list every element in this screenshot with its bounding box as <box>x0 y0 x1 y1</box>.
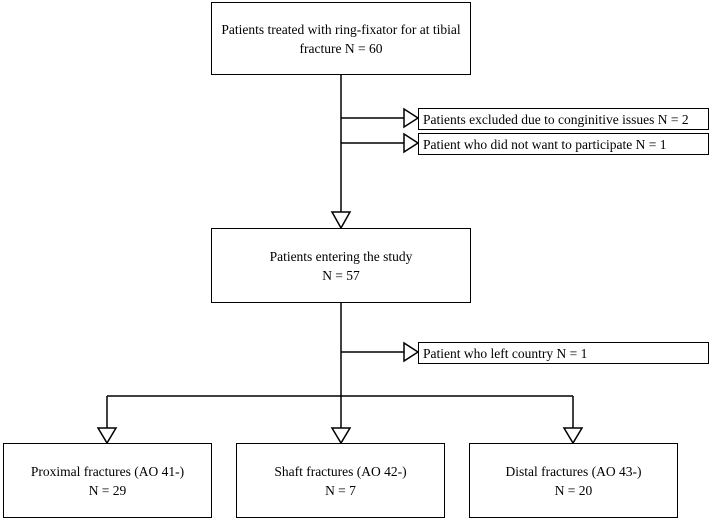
arrowhead-study <box>330 211 352 230</box>
box-excluded-cognitive-text: Patients excluded due to conginitive iss… <box>423 111 689 127</box>
box-proximal-line2: N = 29 <box>88 482 127 498</box>
box-treated-patients: Patients treated with ring-fixator for a… <box>211 2 471 75</box>
box-shaft-fractures: Shaft fractures (AO 42-) N = 7 <box>236 443 445 518</box>
box-left-country: Patient who left country N = 1 <box>418 342 709 364</box>
arrowhead-proximal <box>96 427 118 445</box>
box-treated-patients-line2: fracture N = 60 <box>299 40 383 56</box>
box-entering-study-line2: N = 57 <box>322 267 360 283</box>
box-shaft-line2: N = 7 <box>325 482 356 498</box>
arrowhead-shaft <box>330 427 352 445</box>
box-entering-study-line1: Patients entering the study <box>269 248 413 264</box>
box-shaft-line1: Shaft fractures (AO 42-) <box>274 463 407 479</box>
box-distal-fractures: Distal fractures (AO 43-) N = 20 <box>469 443 678 518</box>
box-entering-study: Patients entering the study N = 57 <box>211 228 471 303</box>
arrowhead-exclusion-declined <box>403 132 420 154</box>
box-proximal-line1: Proximal fractures (AO 41-) <box>30 463 185 479</box>
box-proximal-fractures: Proximal fractures (AO 41-) N = 29 <box>3 443 212 518</box>
box-left-country-text: Patient who left country N = 1 <box>423 345 588 361</box>
arrowhead-exclusion-cognitive <box>403 107 420 129</box>
arrowhead-exclusion-left-country <box>403 341 420 363</box>
arrowhead-distal <box>562 427 584 445</box>
box-treated-patients-line1: Patients treated with ring-fixator for a… <box>221 21 461 37</box>
box-excluded-declined: Patient who did not want to participate … <box>418 133 709 155</box>
box-distal-line1: Distal fractures (AO 43-) <box>505 463 642 479</box>
box-excluded-declined-text: Patient who did not want to participate … <box>423 136 667 152</box>
box-distal-line2: N = 20 <box>554 482 593 498</box>
box-excluded-cognitive: Patients excluded due to conginitive iss… <box>418 108 709 130</box>
